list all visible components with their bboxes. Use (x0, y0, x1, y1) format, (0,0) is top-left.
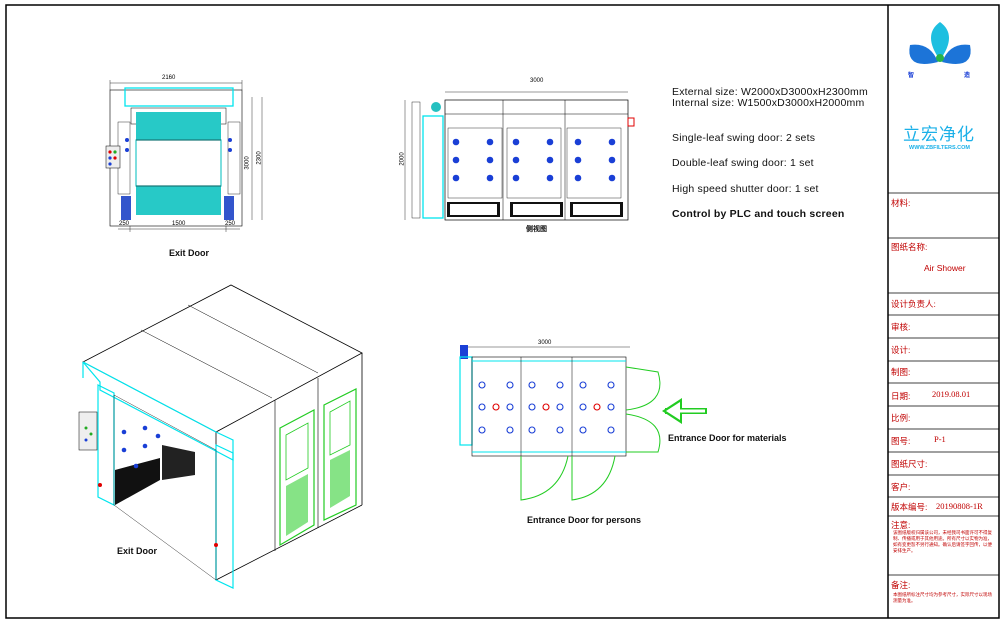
tb-version: 20190808-1R (936, 501, 983, 511)
dim-side-right: 250 (225, 221, 236, 227)
dim-width-total: 2160 (162, 75, 176, 81)
company-name: 立宏净化 (903, 125, 975, 144)
tb-review-label: 审核: (891, 322, 911, 332)
side-view-caption: 侧视图 (526, 226, 547, 233)
exit-door-elevation (105, 80, 263, 232)
spec-single-leaf: Single-leaf swing door: 2 sets (672, 132, 816, 144)
spec-shutter: High speed shutter door: 1 set (672, 183, 819, 195)
tb-draw-label: 制图: (891, 367, 911, 377)
persons-door-label: Entrance Door for persons (527, 515, 642, 525)
logo-right-char: 造 (964, 73, 971, 79)
tb-designer-lead-label: 设计负责人: (891, 299, 936, 309)
plan-view (459, 345, 707, 501)
company-logo-icon (909, 22, 971, 64)
tb-customer-label: 客户: (891, 482, 911, 492)
dim-height: 3000 (244, 156, 251, 170)
exit-door-caption-iso: Exit Door (117, 546, 158, 556)
tb-drawing-no: P-1 (934, 434, 946, 444)
exit-door-caption-top: Exit Door (169, 248, 210, 258)
tb-remark-label: 备注: (891, 580, 911, 590)
dim-front-height: 2000 (399, 152, 406, 166)
dim-side-left: 250 (119, 221, 130, 227)
tb-notes-text: 该图纸版权归属该公司，未经我司书面许可不得复制、传播或用于其他用途。所有尺寸以实… (893, 530, 992, 553)
spec-internal: Internal size: W1500xD3000xH2000mm (672, 97, 865, 109)
side-view-drawing (404, 91, 635, 221)
tb-version-label: 版本编号: (891, 502, 928, 512)
tb-design-label: 设计: (891, 345, 911, 355)
tb-date: 2019.08.01 (932, 389, 971, 399)
dim-front-width: 3000 (530, 78, 544, 84)
company-website: WWW.ZBFILTERS.COM (909, 145, 970, 151)
dim-height-outer: 2300 (256, 151, 263, 165)
dim-plan-width: 3000 (538, 340, 552, 346)
materials-door-label: Entrance Door for materials (668, 433, 787, 443)
logo-left-char: 智 (908, 73, 915, 79)
tb-date-label: 日期: (891, 391, 911, 401)
spec-external: External size: W2000xD3000xH2300mm (672, 86, 868, 98)
tb-remark-text: 本图纸所标注尺寸均为参考尺寸，实际尺寸以现场测量为准。 (893, 592, 992, 603)
spec-double-leaf: Double-leaf swing door: 1 set (672, 157, 814, 169)
title-block-grid (888, 192, 999, 576)
tb-scale-label: 比例: (891, 413, 911, 423)
tb-size-label: 图纸尺寸: (891, 459, 928, 469)
tb-notes-label: 注意: (891, 520, 911, 530)
outer-border (5, 4, 1000, 619)
tb-drawing-name-label: 图纸名称: (891, 242, 928, 252)
tb-material-label: 材料: (891, 198, 911, 208)
spec-control: Control by PLC and touch screen (672, 208, 845, 220)
isometric-view (78, 284, 363, 589)
tb-drawing-no-label: 图号: (891, 436, 911, 446)
tb-drawing-name: Air Shower (924, 263, 966, 273)
dim-opening: 1500 (172, 221, 186, 227)
